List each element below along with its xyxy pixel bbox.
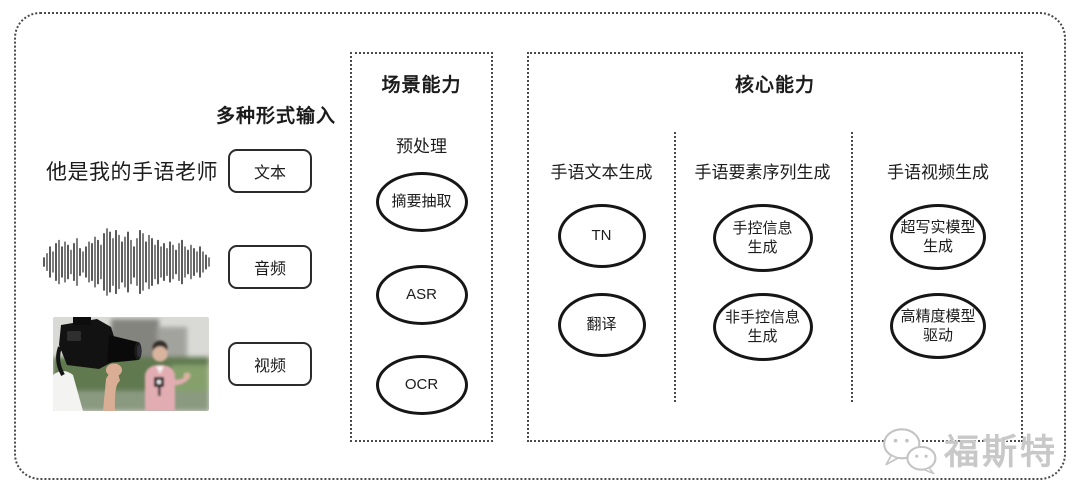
outer-dotted-frame: [14, 12, 1066, 480]
node-ellipse-asr: ASR: [375, 265, 468, 325]
input-type-audio-box: 音频: [228, 245, 312, 289]
core-panel-title: 核心能力: [734, 75, 815, 96]
sample-input-text: 他是我的手语老师: [46, 161, 218, 184]
audio-waveform-icon: [43, 228, 210, 296]
node-ellipse-summary-extraction: 摘要抽取: [375, 172, 468, 232]
watermark: 福斯特: [880, 424, 1058, 475]
input-section-title: 多种形式输入: [216, 106, 337, 127]
input-type-video-label: 视频: [253, 358, 286, 375]
wechat-logo-icon: [883, 427, 937, 474]
scene-panel-subtitle: 预处理: [396, 137, 447, 156]
column-divider: [851, 132, 853, 402]
input-type-text-label: 文本: [253, 165, 286, 182]
input-type-audio-label: 音频: [253, 261, 286, 278]
node-ellipse-hyperrealistic-model-generation: 超写实模型 生成: [890, 204, 986, 270]
node-ellipse-tn: TN: [557, 204, 646, 268]
news-interview-photo: [53, 317, 209, 411]
node-ellipse-high-precision-model-driving: 高精度模型 驱动: [890, 293, 986, 359]
node-ellipse-manual-info-generation: 手控信息 生成: [712, 204, 813, 272]
column-heading: 手语视频生成: [887, 163, 989, 182]
column-heading: 手语文本生成: [550, 163, 653, 182]
column-sign-element-sequence-generation: 手语要素序列生成 手控信息 生成 非手控信息 生成: [674, 54, 851, 440]
node-ellipse-translation: 翻译: [557, 293, 646, 357]
node-ellipse-ocr: OCR: [375, 355, 468, 415]
column-divider: [674, 132, 676, 402]
scene-capability-panel: 场景能力 预处理 摘要抽取 ASR OCR: [350, 52, 493, 442]
column-sign-video-generation: 手语视频生成 超写实模型 生成 高精度模型 驱动: [851, 54, 1025, 440]
column-sign-text-generation: 手语文本生成 TN 翻译: [529, 54, 674, 440]
input-type-video-box: 视频: [228, 342, 312, 386]
input-type-text-box: 文本: [228, 149, 312, 193]
node-ellipse-non-manual-info-generation: 非手控信息 生成: [712, 293, 813, 361]
watermark-text: 福斯特: [943, 433, 1058, 472]
column-heading: 手语要素序列生成: [694, 163, 831, 182]
core-capability-panel: 核心能力 手语文本生成 TN 翻译 手语要素序列生成 手控信息 生成 非手控信息…: [527, 52, 1023, 442]
scene-panel-title: 场景能力: [381, 75, 462, 96]
